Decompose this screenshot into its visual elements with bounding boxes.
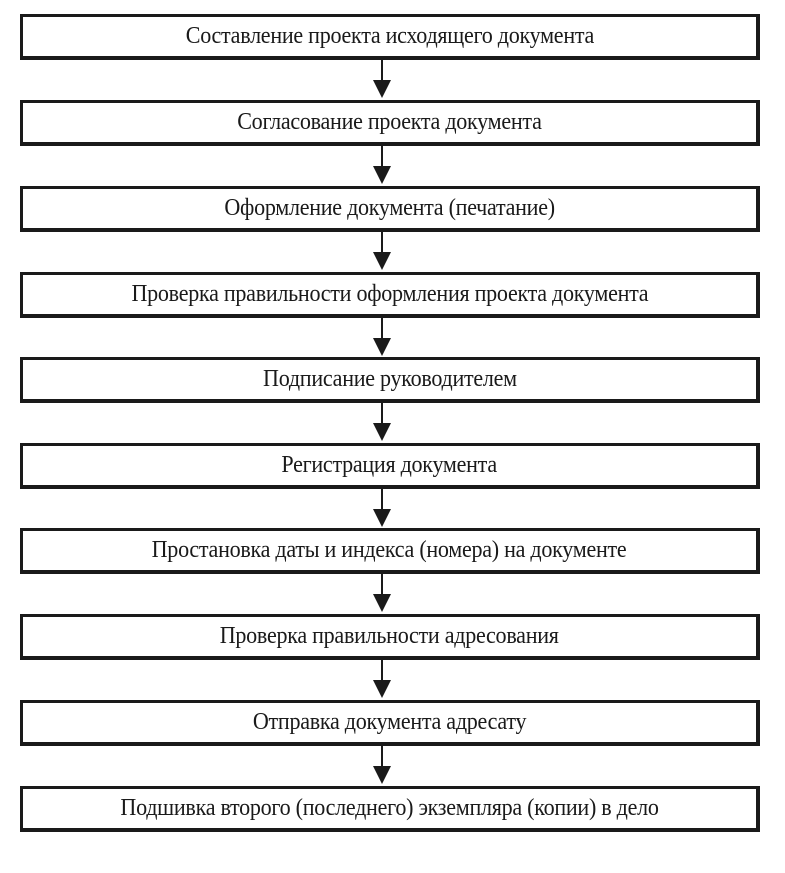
step-box: Проверка правильности оформления проекта…: [20, 272, 760, 318]
arrow-down-icon: [370, 746, 394, 786]
step-label: Отправка документа адресату: [252, 709, 527, 735]
arrow-down-icon: [370, 574, 394, 614]
step-box: Отправка документа адресату: [20, 700, 760, 746]
step-label: Оформление документа (печатание): [224, 195, 555, 221]
step-box: Согласование проекта документа: [20, 100, 760, 146]
step-label: Подписание руководителем: [262, 366, 517, 392]
step-label: Составление проекта исходящего документа: [185, 23, 594, 49]
step-box: Регистрация документа: [20, 443, 760, 489]
step-box: Простановка даты и индекса (номера) на д…: [20, 528, 760, 574]
arrow-down-icon: [370, 146, 394, 186]
step-label: Проверка правильности оформления проекта…: [131, 281, 648, 307]
arrow-down-icon: [370, 60, 394, 100]
arrow-down-icon: [370, 318, 394, 358]
step-label: Согласование проекта документа: [237, 109, 542, 135]
step-box: Проверка правильности адресования: [20, 614, 760, 660]
step-label: Проверка правильности адресования: [220, 623, 559, 649]
arrow-down-icon: [370, 232, 394, 272]
step-box: Подписание руководителем: [20, 357, 760, 403]
step-label: Простановка даты и индекса (номера) на д…: [152, 537, 627, 563]
step-label: Подшивка второго (последнего) экземпляра…: [120, 795, 659, 821]
arrow-down-icon: [370, 403, 394, 443]
step-box: Составление проекта исходящего документа: [20, 14, 760, 60]
arrow-down-icon: [370, 489, 394, 529]
arrow-down-icon: [370, 660, 394, 700]
step-label: Регистрация документа: [281, 452, 498, 478]
step-box: Подшивка второго (последнего) экземпляра…: [20, 786, 760, 832]
step-box: Оформление документа (печатание): [20, 186, 760, 232]
